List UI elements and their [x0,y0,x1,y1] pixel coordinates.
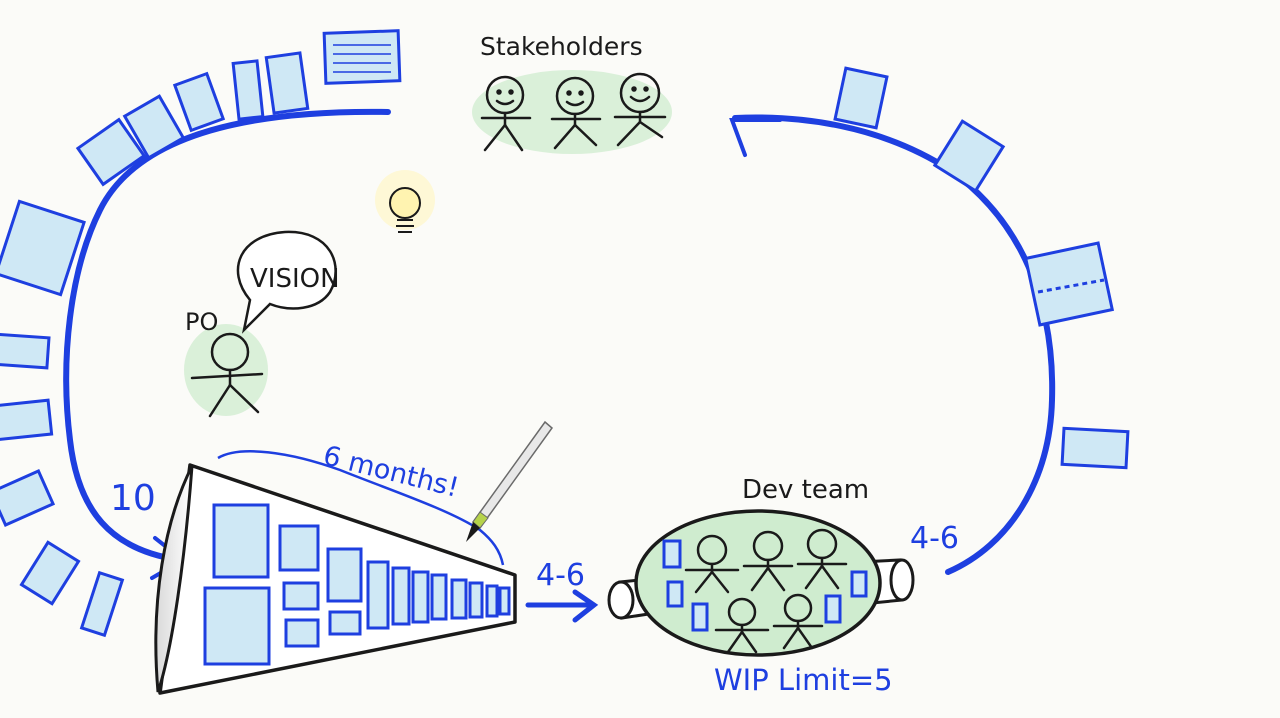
six-months-label: 6 months! [320,440,462,504]
vision-label: VISION [250,264,340,294]
po-label: PO [185,308,218,336]
backlog-item [411,570,430,624]
idea-card [75,117,147,187]
backlog-items [203,503,511,666]
developer-figure [714,597,770,654]
wip-items [662,539,868,632]
idea-card [0,469,56,527]
idea-card [0,199,86,297]
backlog-item [391,566,411,626]
wip-limit-label: WIP Limit=5 [714,663,893,697]
backlog-item [450,578,468,620]
backlog-item [366,560,390,630]
wip-item [850,570,868,598]
funnel-mouth [154,465,194,693]
backlog-item [498,586,511,616]
backlog-item [282,581,320,611]
dev-team-label: Dev team [742,475,869,505]
backlog-loop-arrow [63,108,391,563]
idea-card [19,540,81,606]
stakeholder-figure [613,72,667,147]
idea-card [264,51,310,115]
six-months-brace [217,450,505,566]
dev-team-group: Dev team [607,475,915,657]
feedback-loop-arrowhead [729,118,782,157]
pen-icon [466,420,554,542]
done-card [932,119,1006,193]
vision-speech-bubble: VISION [236,230,340,334]
idea-card [172,71,226,133]
backlog-item [203,586,271,666]
backlog-item [485,584,499,618]
flow-in-label: 4-6 [536,558,585,593]
wip-item [691,602,709,632]
wip-item [824,594,842,624]
developer-figure [684,534,740,594]
done-card [833,66,889,130]
idea-card [322,29,402,85]
backlog-item [328,610,362,636]
backlog-item [326,547,363,603]
stakeholder-figure [550,76,602,150]
idea-card [0,398,54,442]
idea-card [79,570,125,638]
idea-card [122,94,186,160]
po-figure [190,332,264,418]
backlog-item [468,581,484,619]
product-owner-group: PO VISION [184,230,340,418]
developer-figure [796,528,848,590]
done-card [1023,241,1115,327]
right-loop-cards [833,66,1130,470]
input-count-label: 10 [110,478,156,519]
backlog-item [212,503,270,579]
developer-figure [772,593,824,650]
developer-figure [742,530,794,592]
stakeholders-group: Stakeholders [472,32,672,154]
backlog-funnel [154,463,517,695]
backlog-item [278,524,320,572]
flow-in-arrow [525,589,599,623]
done-card [1060,426,1130,470]
idea-card [231,59,265,121]
backlog-item [284,618,320,648]
flow-out-label: 4-6 [910,521,959,556]
wip-item [666,580,684,608]
wip-item [662,539,682,569]
idea-card [0,332,51,370]
left-loop-cards [0,29,402,638]
backlog-item [430,573,448,621]
stakeholders-label: Stakeholders [480,32,643,61]
lightbulb-icon [375,170,435,233]
stakeholder-figure [480,75,532,152]
